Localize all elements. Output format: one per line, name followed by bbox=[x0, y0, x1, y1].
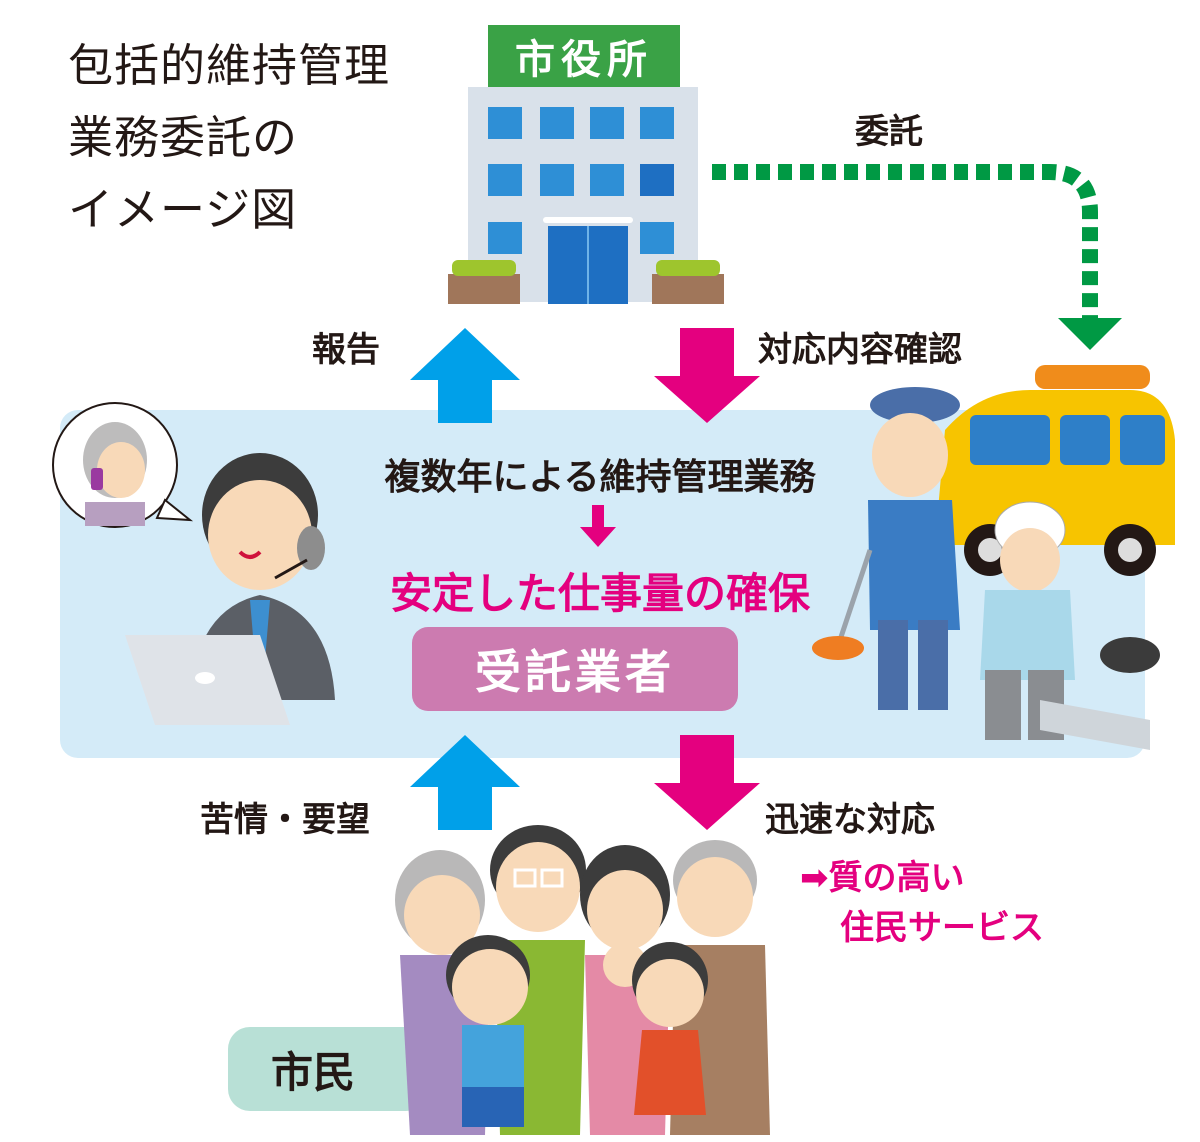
grass-trimmer-icon bbox=[812, 636, 864, 660]
small-down-arrow bbox=[580, 505, 616, 547]
report-up-arrow bbox=[410, 328, 520, 423]
complaint-up-arrow bbox=[410, 735, 520, 830]
diagram-title: 包括的維持管理 業務委託の イメージ図 bbox=[68, 30, 390, 246]
citizens-badge: 市民 bbox=[228, 1027, 428, 1111]
city-hall-sign: 市役所 bbox=[488, 25, 680, 87]
contractor-badge: 受託業者 bbox=[412, 627, 738, 711]
title-line-1: 包括的維持管理 bbox=[68, 39, 391, 92]
quick-response-label: 迅速な対応 bbox=[765, 800, 935, 840]
right-arrow-icon: ➡ bbox=[800, 858, 829, 898]
result-line-1: ➡質の高い bbox=[800, 858, 965, 898]
shovel-asphalt-icon bbox=[1100, 637, 1160, 673]
city-hall-illustration: 市役所 bbox=[448, 22, 728, 307]
phone-icon bbox=[91, 468, 103, 490]
cap-icon bbox=[870, 387, 960, 423]
complaint-label: 苦情・要望 bbox=[200, 800, 370, 840]
title-line-2: 業務委託の bbox=[68, 111, 299, 164]
headset-icon bbox=[297, 526, 325, 570]
report-label: 報告 bbox=[312, 330, 380, 370]
response-down-arrow bbox=[654, 735, 760, 830]
family-illustration bbox=[395, 825, 770, 1135]
call-operator-illustration bbox=[52, 402, 335, 725]
multi-year-text: 複数年による維持管理業務 bbox=[384, 457, 816, 498]
result-line-2: 住民サービス bbox=[840, 908, 1044, 948]
commission-label: 委託 bbox=[855, 112, 923, 152]
stable-work-text: 安定した仕事量の確保 bbox=[389, 569, 810, 618]
confirm-down-arrow bbox=[654, 328, 760, 423]
building-icon bbox=[448, 87, 724, 304]
road-workers-illustration bbox=[812, 365, 1175, 750]
title-line-3: イメージ図 bbox=[68, 183, 298, 236]
confirm-label: 対応内容確認 bbox=[758, 330, 962, 370]
